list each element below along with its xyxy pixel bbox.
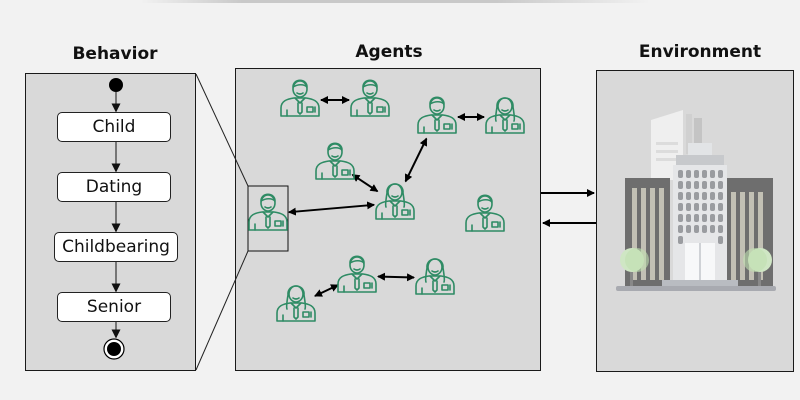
male-agent-icon <box>280 79 320 117</box>
window <box>678 214 683 222</box>
interaction-arrow <box>404 137 428 183</box>
window <box>710 192 715 200</box>
window <box>718 170 723 178</box>
female-agent-icon <box>415 258 455 295</box>
environment-title: Environment <box>638 42 762 62</box>
interaction-arrow <box>314 284 339 297</box>
window <box>718 236 723 244</box>
window <box>710 170 715 178</box>
window <box>694 203 699 211</box>
window <box>702 192 707 200</box>
state-child: Child <box>57 112 171 142</box>
window <box>694 170 699 178</box>
male-agent-icon <box>315 142 355 180</box>
window <box>710 214 715 222</box>
state-childbearing: Childbearing <box>54 232 178 262</box>
male-agent-icon <box>350 79 390 117</box>
female-agent-icon <box>276 285 316 322</box>
window <box>686 181 691 189</box>
window <box>718 214 723 222</box>
window <box>718 181 723 189</box>
window <box>678 203 683 211</box>
state-dating: Dating <box>57 172 171 202</box>
interaction-arrows <box>287 96 485 297</box>
window <box>686 192 691 200</box>
window <box>710 181 715 189</box>
behavior-title: Behavior <box>72 44 158 64</box>
female-agent-icon <box>375 183 415 220</box>
zoom-line <box>195 250 249 371</box>
male-agent-icon <box>337 255 377 293</box>
window <box>678 225 683 233</box>
window <box>694 192 699 200</box>
top-divider <box>140 0 650 3</box>
state-senior: Senior <box>57 292 171 322</box>
window <box>694 225 699 233</box>
female-agent-icon <box>485 97 525 134</box>
agents-title: Agents <box>355 42 423 62</box>
window <box>702 214 707 222</box>
window <box>718 203 723 211</box>
window <box>686 203 691 211</box>
window <box>702 170 707 178</box>
window <box>686 214 691 222</box>
interaction-arrow <box>376 272 416 282</box>
window <box>678 236 683 244</box>
window <box>702 203 707 211</box>
highlight-box <box>247 185 289 252</box>
window <box>694 214 699 222</box>
initial-state <box>109 78 123 92</box>
city-buildings-icon <box>616 110 776 291</box>
window <box>702 225 707 233</box>
window <box>678 181 683 189</box>
interaction-arrow <box>287 201 376 216</box>
male-agent-icon <box>417 96 457 134</box>
window <box>718 225 723 233</box>
male-agent-icon <box>465 194 505 232</box>
window <box>678 192 683 200</box>
interaction-arrow <box>351 173 379 193</box>
zoom-line <box>195 73 249 187</box>
window <box>678 170 683 178</box>
agent-icons <box>248 79 525 322</box>
male-agent-icon <box>248 193 288 231</box>
window <box>710 203 715 211</box>
window <box>686 170 691 178</box>
window <box>686 225 691 233</box>
window <box>710 225 715 233</box>
window <box>718 192 723 200</box>
window <box>694 181 699 189</box>
window <box>702 181 707 189</box>
